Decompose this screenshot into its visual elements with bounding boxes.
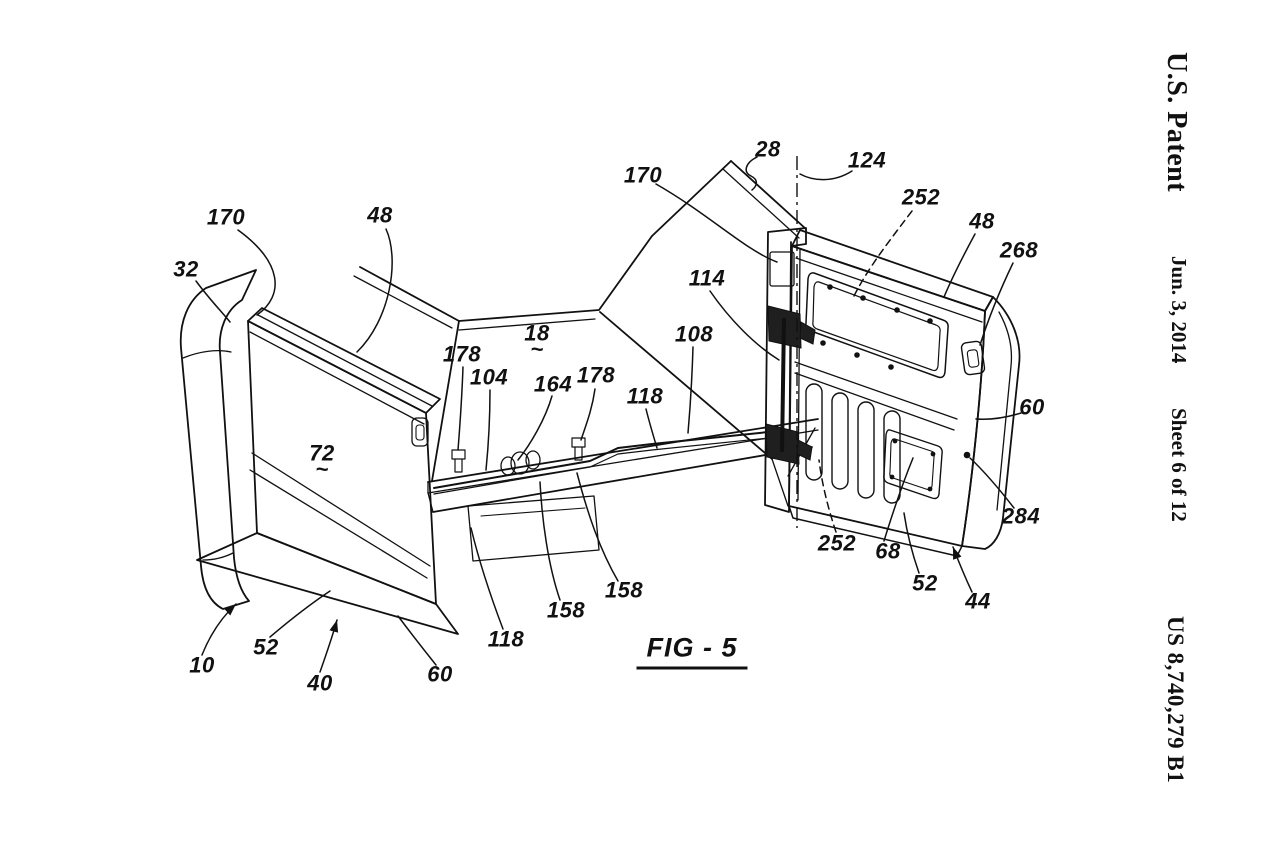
header-sheet-number: Sheet 6 of 12 (1167, 408, 1191, 522)
header-publication: U.S. Patent (1161, 52, 1192, 193)
leader-lines (195, 156, 1022, 673)
figure-caption: FIG - 5 (636, 633, 748, 670)
header-patent-number: US 8,740,279 B1 (1163, 616, 1188, 784)
header-date: Jun. 3, 2014 (1167, 256, 1191, 364)
